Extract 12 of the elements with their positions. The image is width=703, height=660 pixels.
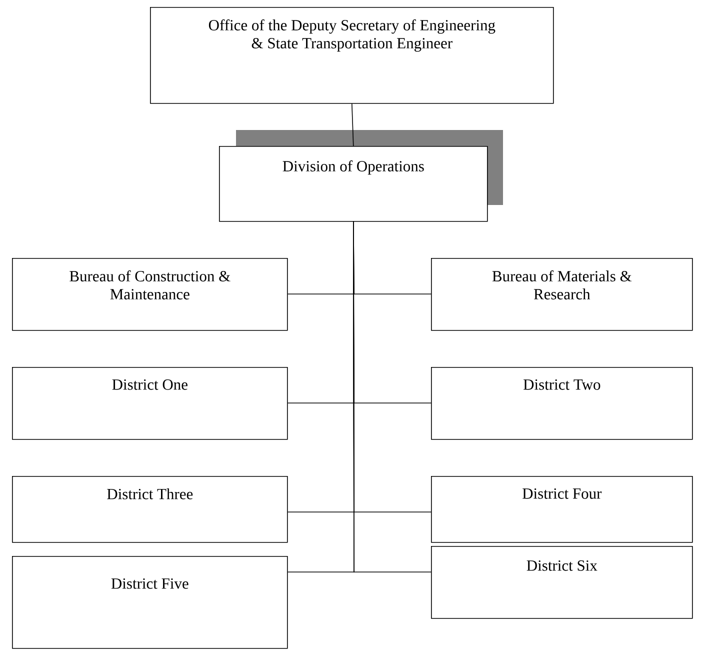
title-box: Office of the Deputy Secretary of Engineering & State Transportation Engineer — [150, 7, 554, 104]
district-box: District Six — [431, 546, 693, 619]
bureau-box: Bureau of Materials & Research — [431, 258, 693, 331]
bureau-box: Bureau of Construction & Maintenance — [12, 258, 288, 331]
connector-line — [353, 221, 432, 572]
district-box: District Two — [431, 367, 693, 440]
district-box: District Four — [431, 476, 693, 543]
district-box: District Five — [12, 556, 288, 649]
connector-line — [352, 103, 354, 146]
district-box: District Three — [12, 476, 288, 543]
division-box: Division of Operations — [219, 146, 488, 222]
district-box: District One — [12, 367, 288, 440]
